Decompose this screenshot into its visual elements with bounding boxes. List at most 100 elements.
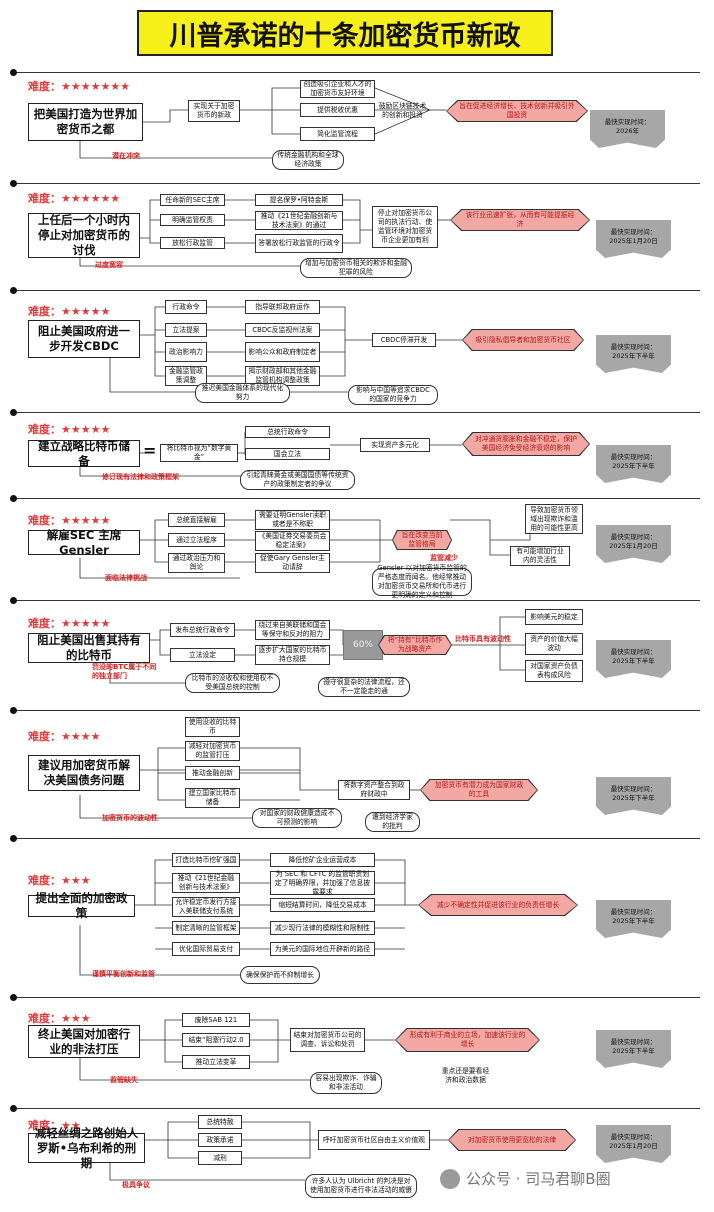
branch-box: 总统直接解雇: [168, 513, 225, 527]
wechat-icon: [440, 1168, 460, 1189]
risk-note: 面临法律挑战: [105, 574, 147, 582]
branch-box: 制定清晰的监管框架: [172, 921, 240, 935]
section-dot: [10, 994, 17, 1001]
section-dot: [10, 69, 17, 76]
branch-box: 立法提案: [165, 323, 207, 337]
branch-box: 结束“阻塞行动2.0: [182, 1033, 250, 1047]
policy-main-box: 建议用加密货币解决美国债务问题: [28, 755, 140, 791]
difficulty-rating: 难度：★★★: [28, 874, 91, 887]
section-divider: [14, 290, 700, 291]
branch-box: 实现资产多元化: [360, 438, 430, 452]
section-divider: [14, 183, 700, 184]
timeline-flag: 最快实现时间：2025年下半年: [596, 900, 671, 938]
branch-box: 推动金融创新: [185, 766, 240, 780]
branch-box: 提名保罗•阿特金斯: [255, 194, 343, 206]
goal-hexagon: 该行业迅速扩张，从而有可能提振经济: [451, 210, 589, 230]
branch-box: 通过政治压力和舆论: [168, 553, 225, 573]
branch-box: 提供税收优惠: [300, 103, 375, 117]
branch-box: 需要证明Gensler渎职或者是不称职: [255, 510, 330, 530]
branch-box: 为 SEC 和 CFTC 的监管职责划定了明确界限，并加强了信息披露要求: [270, 870, 375, 896]
branch-box: 金融监管政策调整: [165, 366, 207, 386]
section-dot: [10, 287, 17, 294]
branch-box: 有可能增加行业内的灵活性: [510, 546, 570, 566]
risk-note: 过度宽容: [95, 261, 123, 269]
goal-hexagon: 对加密货币使用更宽松的法律: [449, 1130, 575, 1150]
branch-box: 政策承诺: [198, 1133, 242, 1147]
section-divider: [14, 997, 700, 998]
branch-box: 答署放松行政监管的行政令: [255, 234, 343, 253]
branch-box: 总统特赦: [198, 1115, 242, 1129]
section-dot: [10, 1105, 17, 1112]
risk-note: 监管缺失: [110, 1076, 138, 1084]
risk-note: 修订现有法律和政策框架: [102, 473, 179, 481]
section-divider: [14, 710, 700, 711]
branch-box: 通过立法程序: [168, 533, 225, 547]
risk-box: Gensler 以对加密货币监管的严格态度而闻名。他经常推动对加密货币交易所和代…: [372, 564, 472, 599]
branch-box: 放松行政监管: [160, 237, 225, 249]
branch-box: 降低挖矿企业运营成本: [270, 853, 375, 867]
progress-mark: 60%: [343, 630, 383, 660]
difficulty-rating: 难度：★★★★★: [28, 305, 111, 318]
branch-box: 资产的价值大幅波动: [525, 633, 583, 655]
branch-box: 明确监管权责: [160, 214, 225, 226]
policy-main-box: 解雇SEC 主席Gensler: [28, 528, 140, 557]
policy-main-box: 提出全面的加密政策: [28, 891, 135, 920]
risk-box: 遭到经济学家的批判: [365, 812, 420, 832]
branch-box: 结束对加密货币公司的调查、诉讼和处罚: [290, 1028, 365, 1052]
triangle-label: 鼓励区块链技术的创新和投资: [378, 102, 427, 119]
branch-box: 绕过来自美联储和国会等保守和反对的阻力: [255, 620, 330, 640]
goal-note: 比特币具有波动性: [455, 635, 511, 643]
difficulty-rating: 难度：★★★★★: [28, 423, 111, 436]
goal-hexagon: 旨在促进经济增长、技术创新并吸引外国投资: [447, 101, 587, 121]
goal-hexagon: 加密货币有潜力成为国家财政的工具: [421, 780, 537, 800]
risk-box: 比特币的没收权和使用权不受美国总统的控制: [185, 673, 280, 693]
watermark-text: 公众号 · 司马君聊B圈: [466, 1170, 611, 1188]
goal-hexagon: 吸引隐私倡导者和加密货币社区: [463, 330, 583, 350]
goal-hexagon: 旨在改变当前监管格局: [393, 531, 451, 549]
timeline-flag: 最快实现时间：2025年下半年: [596, 640, 671, 678]
risk-note: 罚没的BTC属于不同的独立部门: [92, 663, 157, 680]
timeline-flag: 最快实现时间：2025年下半年: [596, 445, 671, 483]
branch-box: 行政命令: [165, 300, 207, 314]
branch-box: 将数字资产整合到政府财政中: [338, 780, 410, 800]
section-divider: [14, 838, 700, 839]
branch-box: 简化监管流程: [300, 127, 375, 141]
risk-note: 谨慎平衡创新和监管: [92, 970, 155, 978]
policy-main-box: 阻止美国政府进一步开发CBDC: [28, 320, 140, 358]
branch-box: 减刑: [198, 1151, 242, 1165]
goal-hexagon: 减少不确定性并促进该行业的负责任增长: [419, 895, 577, 915]
branch-box: 创造吸引企业和人才的加密货币友好环境: [300, 80, 375, 98]
risk-box: 许多人认为 Ulbricht 的判决是对使用加密货币进行非法活动的威慑: [305, 1174, 417, 1198]
branch-box: 推动《21世纪金融创新与技术法案》: [172, 873, 240, 893]
policy-main-box: 终止美国对加密行业的非法打压: [28, 1025, 140, 1058]
page-title: 川普承诺的十条加密货币新政: [137, 10, 553, 56]
timeline-flag: 最快实现时间：2025年下半年: [596, 1030, 671, 1068]
section-dot: [10, 707, 17, 714]
branch-box: 打造比特币挖矿强国: [172, 853, 240, 867]
branch-box: 指导联邦政府运作: [245, 300, 320, 314]
section-divider: [14, 1108, 700, 1109]
policy-main-box: 上任后一个小时内停止对加密货币的讨伐: [28, 213, 140, 258]
policy-main-box: 阻止美国出售其持有的比特币: [28, 633, 150, 663]
difficulty-rating: 难度：★★★★★: [28, 617, 111, 630]
branch-box: 立法设定: [170, 648, 235, 662]
risk-box: 容易出现欺诈、诈骗和非法活动: [310, 1072, 382, 1094]
timeline-flag: 最快实现时间：2026年: [590, 110, 665, 148]
risk-note: 极具争议: [122, 1181, 150, 1189]
risk-box: 确保保护而不抑制增长: [240, 966, 320, 984]
branch-box: 允许稳定币发行方接入美联储支付系统: [172, 897, 240, 917]
side-remark: 重点还是要看经济和政治数据: [438, 1065, 493, 1087]
risk-box: 影响与中国等追求CBDC的国家的竞争力: [348, 385, 438, 405]
branch-box: 推动《21世纪金融创新与技术法案》的通过: [255, 211, 343, 230]
branch-box: 为美元的国际地位开辟新的路径: [270, 942, 375, 956]
risk-box: 引起青睐黄金或美国国债等传统资产的政策制定者的争议: [240, 470, 355, 490]
timeline-flag: 最快实现时间：2025年下半年: [596, 335, 671, 373]
branch-box: 对国家资产负债表构成风险: [525, 660, 583, 682]
branch-box: 影响公众和政府制定者: [245, 342, 320, 362]
section-divider: [14, 600, 700, 601]
risk-box: 遵守很复杂的法律流程，还不一定能走的通: [318, 677, 410, 697]
branch-box: 呼吁加密货币社区自由主义价值观: [318, 1130, 430, 1150]
risk-box: 增加与加密货币相关的欺诈和金融犯罪的风险: [300, 258, 412, 278]
section-divider: [14, 72, 700, 73]
